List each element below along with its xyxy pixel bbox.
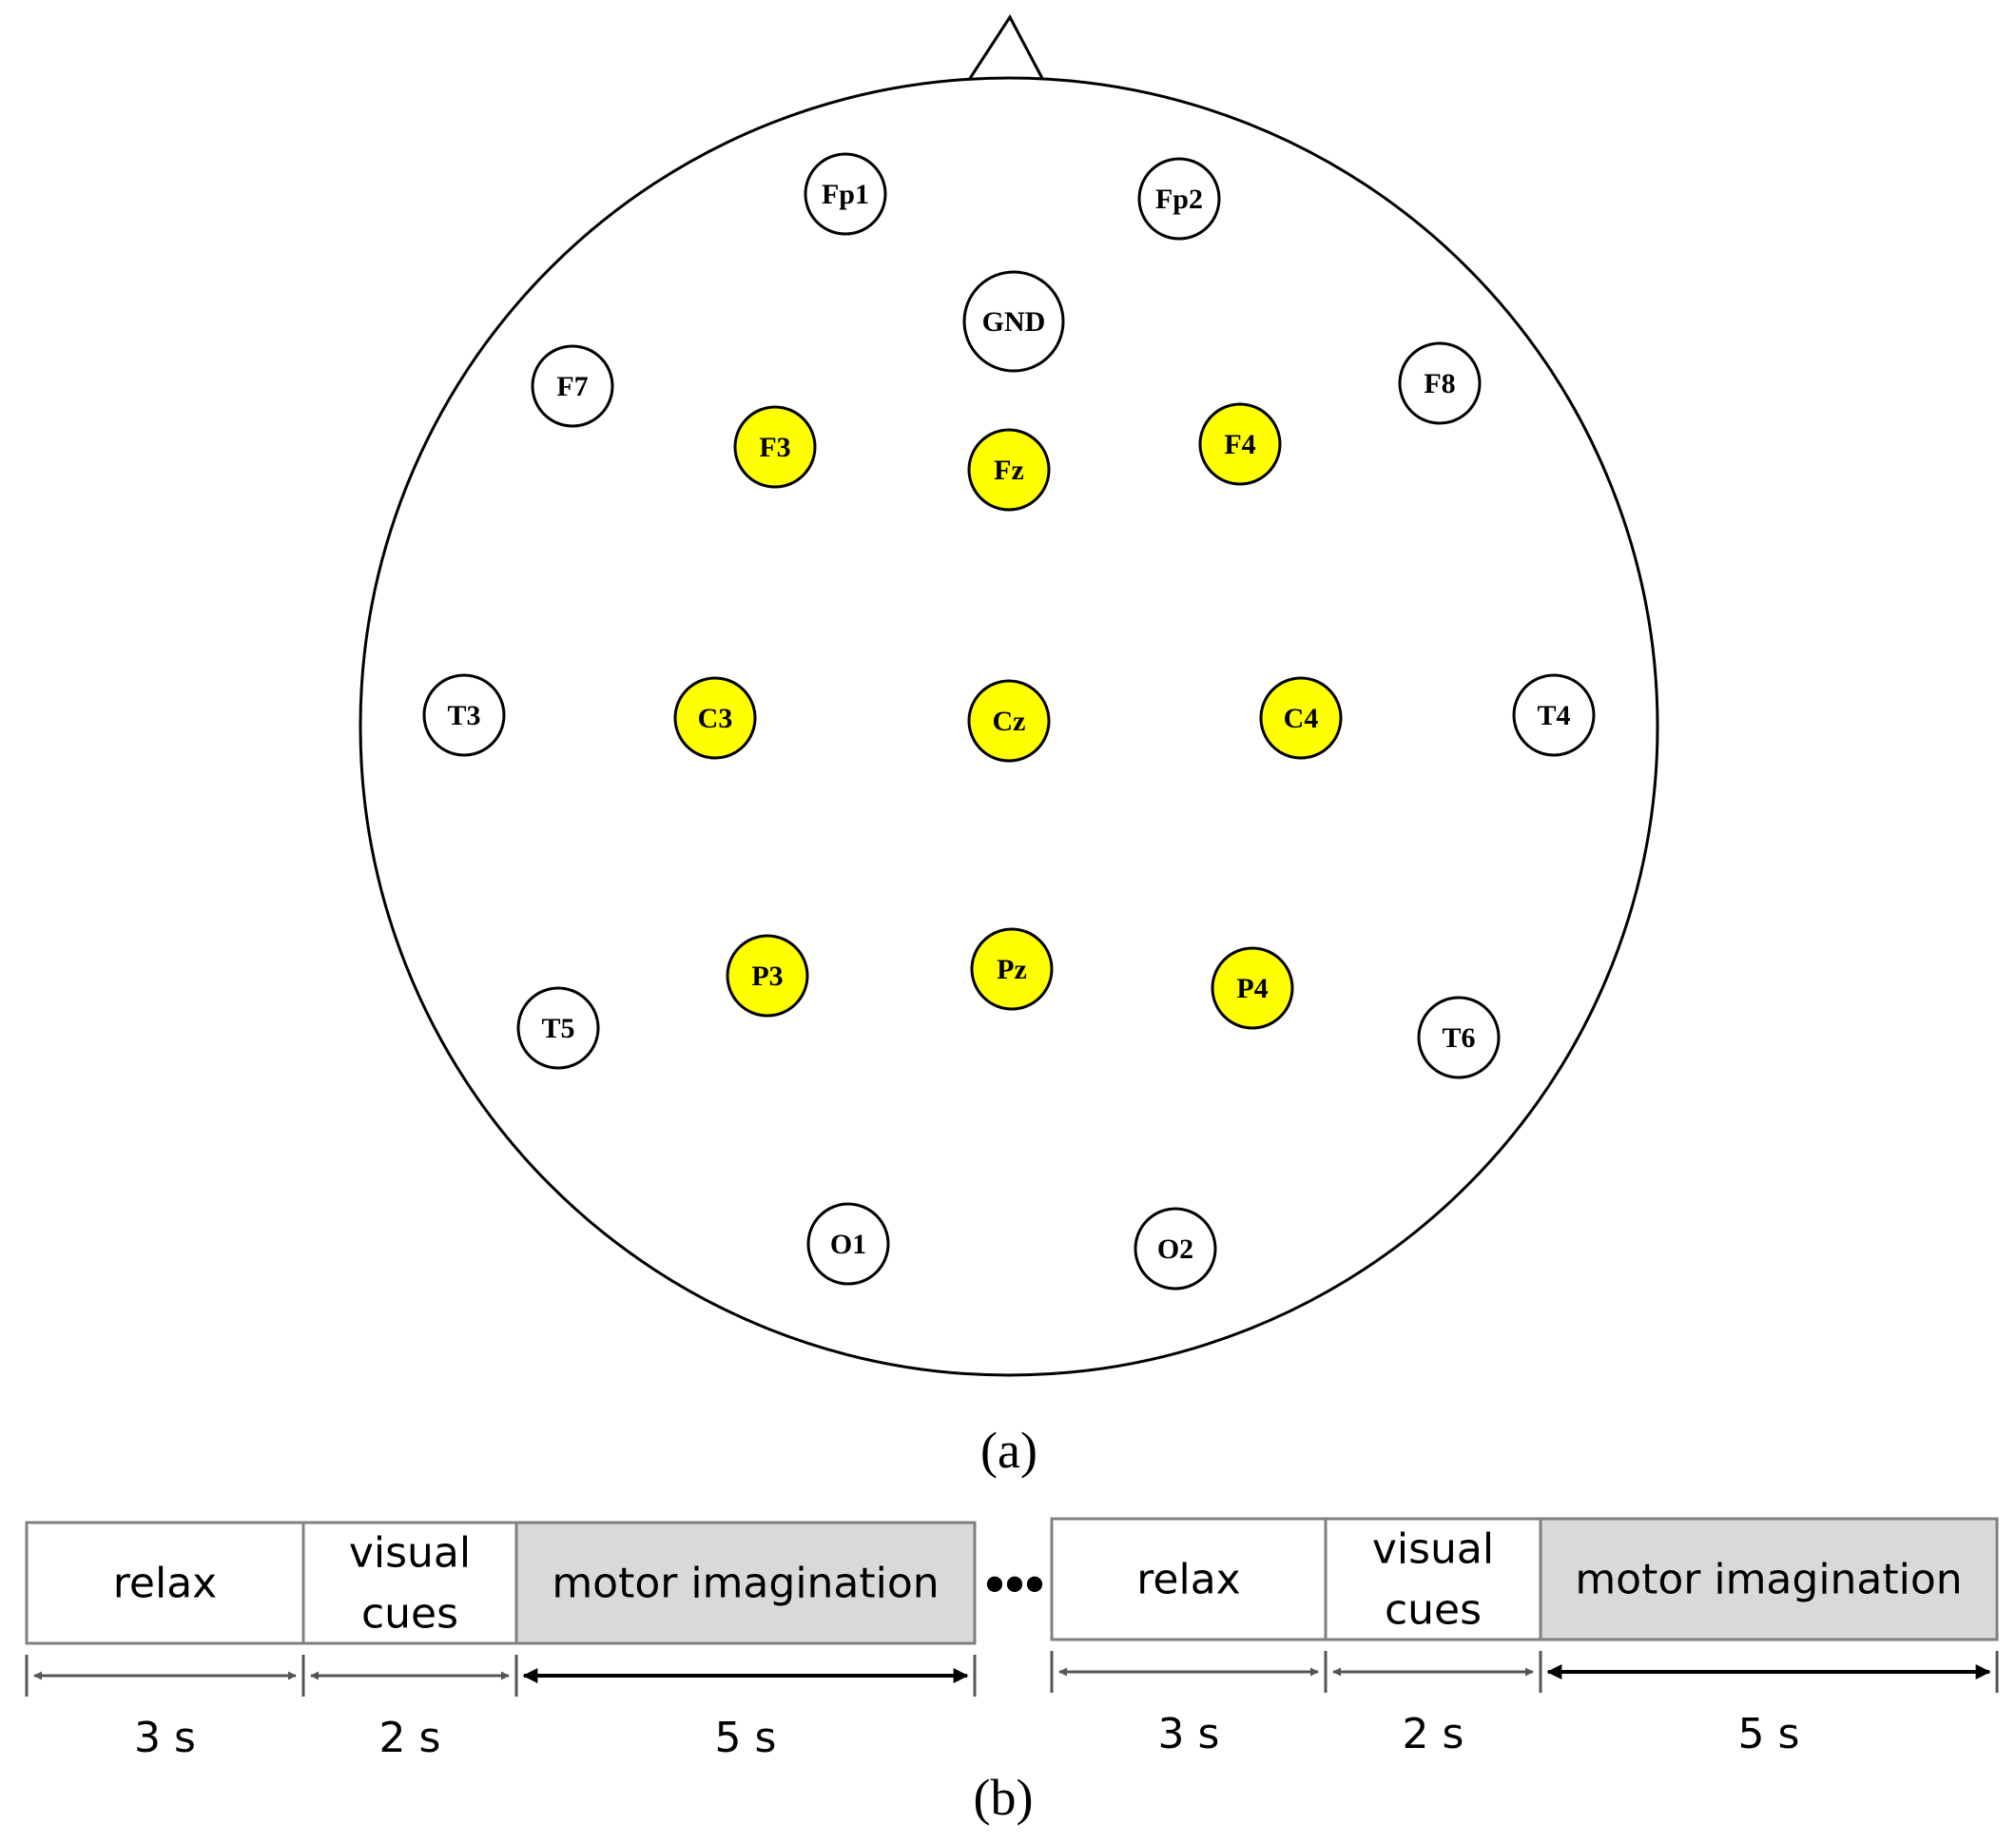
segment-label: motor imagination xyxy=(552,1560,939,1608)
electrode-label: F3 xyxy=(759,432,790,463)
electrode-marker xyxy=(673,676,757,760)
segment-cue: visual cues 2 s xyxy=(1324,1517,1542,1758)
electrode-t3: T3 xyxy=(422,673,506,757)
segment-motor: motor imagination 5 s xyxy=(1539,1517,1999,1758)
electrode-p3: P3 xyxy=(726,934,809,1018)
electrode-t6: T6 xyxy=(1417,996,1501,1079)
segment-box xyxy=(514,1521,977,1645)
electrode-marker xyxy=(967,428,1051,512)
electrode-label: Fp1 xyxy=(822,179,869,210)
electrode-fz: Fz xyxy=(967,428,1051,512)
electrode-o2: O2 xyxy=(1134,1207,1217,1291)
segment-label: relax xyxy=(1136,1556,1240,1604)
electrode-gnd: GND xyxy=(962,270,1065,373)
electrode-label: F4 xyxy=(1224,429,1255,460)
electrode-label: F8 xyxy=(1424,368,1455,399)
electrode-label: O2 xyxy=(1157,1233,1193,1265)
segment-relax: relax 3 s xyxy=(25,1521,305,1762)
electrode-label: P4 xyxy=(1236,973,1268,1004)
electrode-f8: F8 xyxy=(1398,341,1482,425)
electrode-label: Fz xyxy=(994,455,1024,486)
electrode-label: GND xyxy=(982,306,1046,338)
segment-label: visual xyxy=(1372,1525,1494,1574)
electrode-marker xyxy=(806,1202,890,1286)
electrode-cz: Cz xyxy=(967,679,1051,763)
segment-label: visual xyxy=(349,1529,471,1578)
electrode-fp2: Fp2 xyxy=(1137,157,1221,241)
caption-a: (a) xyxy=(980,1422,1037,1479)
segment-box xyxy=(1050,1517,1328,1641)
electrode-c4: C4 xyxy=(1259,676,1343,760)
electrode-label: T5 xyxy=(541,1013,574,1044)
electrode-f3: F3 xyxy=(733,405,817,489)
segment-cue: visual cues 2 s xyxy=(301,1521,518,1762)
electrode-label: T3 xyxy=(447,700,480,731)
electrode-label: Cz xyxy=(993,706,1026,737)
electrode-marker xyxy=(1512,673,1596,757)
electrode-marker xyxy=(1417,996,1501,1079)
electrode-marker xyxy=(733,405,817,489)
electrode-label: O1 xyxy=(830,1229,866,1260)
electrode-label: T4 xyxy=(1537,700,1570,731)
electrode-label: T6 xyxy=(1442,1022,1475,1054)
trial-timeline: relax 3 s visual cues 2 s motor imagination 5 … xyxy=(25,1517,1999,1762)
electrode-label: P3 xyxy=(751,961,783,992)
electrode-marker xyxy=(531,344,614,428)
trial-2: relax 3 s visual cues 2 s motor imagination 5 … xyxy=(1050,1517,1999,1758)
electrode-f4: F4 xyxy=(1198,402,1282,486)
duration-label: 2 s xyxy=(379,1714,441,1762)
duration-label: 5 s xyxy=(715,1714,777,1762)
electrode-marker xyxy=(804,152,887,236)
electrode-label: C4 xyxy=(1284,703,1319,734)
duration-label: 3 s xyxy=(1158,1710,1220,1758)
electrode-label: C3 xyxy=(698,703,733,734)
electrode-marker xyxy=(1198,402,1282,486)
electrode-marker xyxy=(1137,157,1221,241)
segment-label: relax xyxy=(113,1560,217,1608)
segment-box xyxy=(1324,1517,1542,1641)
electrode-marker xyxy=(1134,1207,1217,1291)
electrode-marker xyxy=(1259,676,1343,760)
segment-box xyxy=(25,1521,305,1645)
duration-label: 5 s xyxy=(1738,1710,1800,1758)
nose-triangle xyxy=(964,14,1048,86)
segment-motor: motor imagination 5 s xyxy=(514,1521,977,1762)
electrode-label: F7 xyxy=(556,371,588,402)
caption-b: (b) xyxy=(974,1769,1034,1826)
electrode-c3: C3 xyxy=(673,676,757,760)
segment-relax: relax 3 s xyxy=(1050,1517,1328,1758)
duration-label: 3 s xyxy=(134,1714,196,1762)
electrode-o1: O1 xyxy=(806,1202,890,1286)
duration-label: 2 s xyxy=(1403,1710,1464,1758)
electrode-f7: F7 xyxy=(531,344,614,428)
electrode-marker xyxy=(726,934,809,1018)
electrode-label: Pz xyxy=(997,954,1027,985)
electrode-t4: T4 xyxy=(1512,673,1596,757)
electrode-label: Fp2 xyxy=(1155,184,1203,215)
electrode-marker xyxy=(516,986,600,1070)
electrode-marker xyxy=(967,679,1051,763)
segment-label: cues xyxy=(361,1590,458,1639)
electrode-marker xyxy=(1211,946,1294,1030)
electrode-marker xyxy=(962,270,1065,373)
timeline-separator: ••• xyxy=(984,1553,1044,1616)
electrode-p4: P4 xyxy=(1211,946,1294,1030)
trial-1: relax 3 s visual cues 2 s motor imagination 5 … xyxy=(25,1521,977,1762)
segment-label: motor imagination xyxy=(1575,1556,1962,1604)
electrode-pz: Pz xyxy=(970,927,1054,1011)
electrode-t5: T5 xyxy=(516,986,600,1070)
electrode-marker xyxy=(970,927,1054,1011)
segment-box xyxy=(1539,1517,1999,1641)
electrode-fp1: Fp1 xyxy=(804,152,887,236)
segment-label: cues xyxy=(1385,1586,1482,1635)
electrode-marker xyxy=(1398,341,1482,425)
electrode-marker xyxy=(422,673,506,757)
